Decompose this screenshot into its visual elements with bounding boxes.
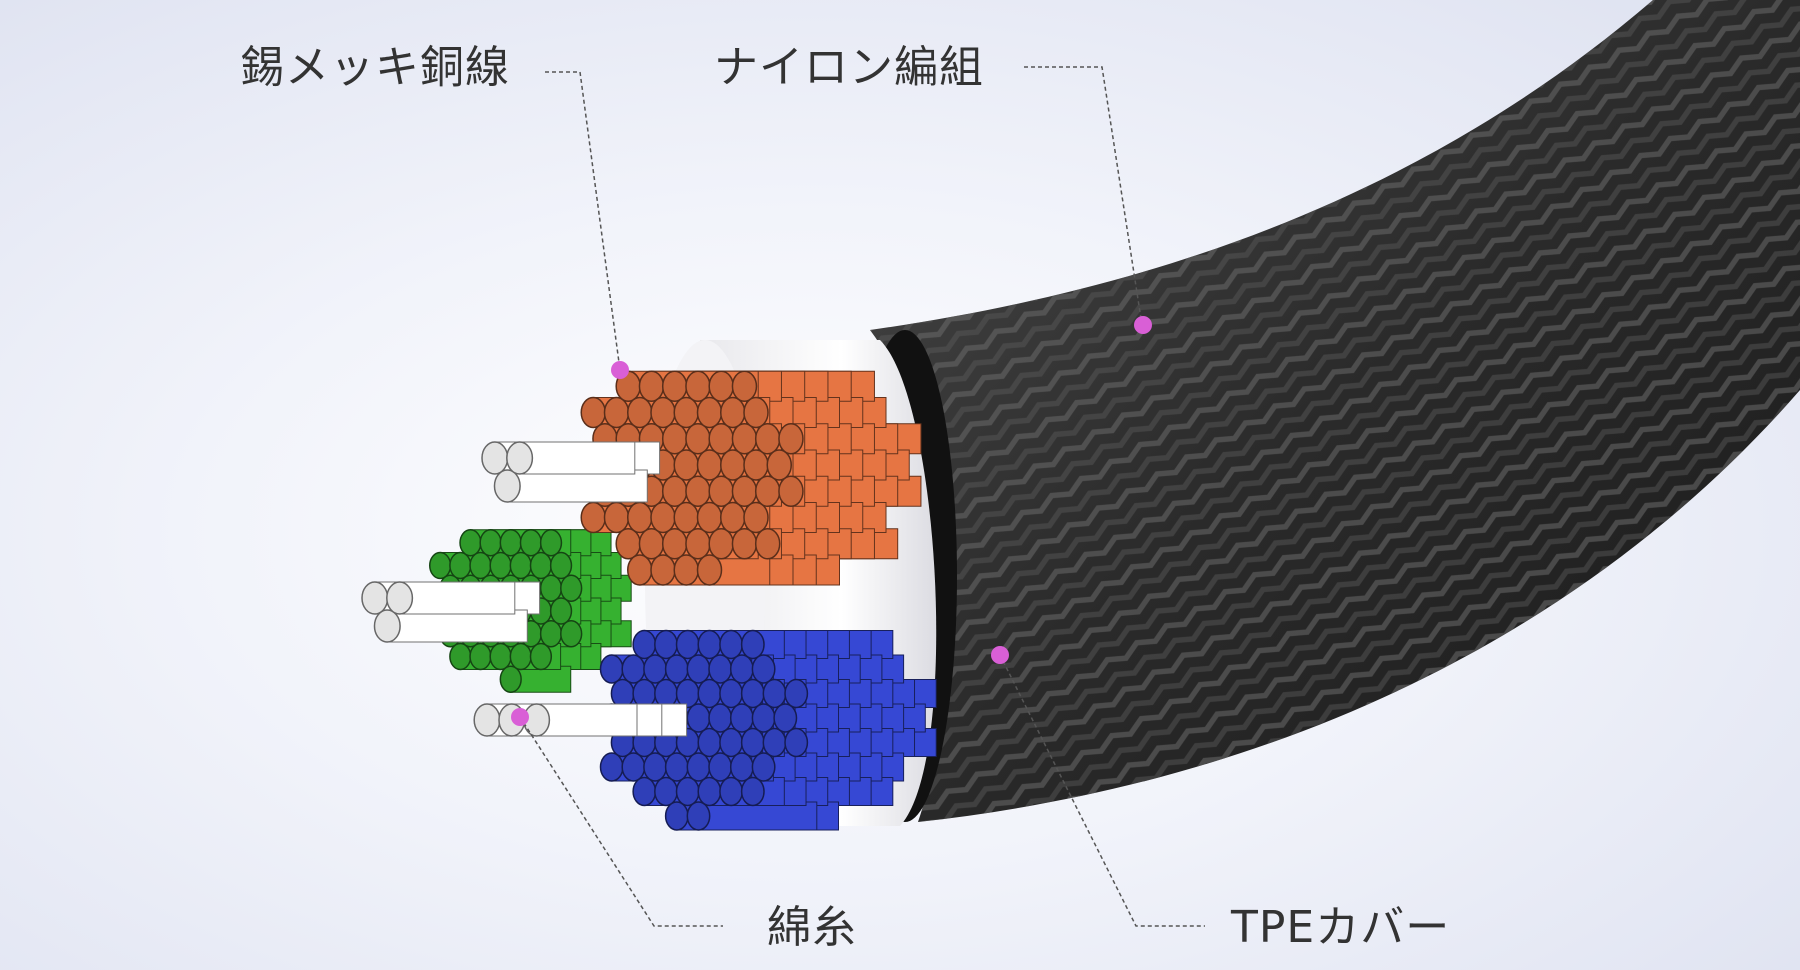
label-tpe-cover: TPEカバー [1231, 902, 1451, 953]
cotton-yarn-bundle-3 [473, 703, 688, 737]
marker-dot-cotton [511, 708, 529, 726]
cotton-yarn-bundle-1 [481, 441, 661, 503]
marker-dot-copper [611, 361, 629, 379]
wire-bundles [361, 370, 937, 831]
label-cotton-yarn: 綿糸 [767, 902, 857, 953]
marker-dot-braid [1134, 316, 1152, 334]
cotton-yarn-bundle-2 [361, 581, 541, 643]
leader-lines [519, 66, 1205, 927]
marker-dot-tpe [991, 646, 1009, 664]
nylon-braid-sheath [853, 0, 1800, 822]
blue-wire-bundle [599, 629, 937, 831]
label-tinned-copper: 錫メッキ銅線 [240, 42, 510, 93]
marker-dots [511, 316, 1152, 726]
label-nylon-braid: ナイロン編組 [714, 42, 984, 93]
